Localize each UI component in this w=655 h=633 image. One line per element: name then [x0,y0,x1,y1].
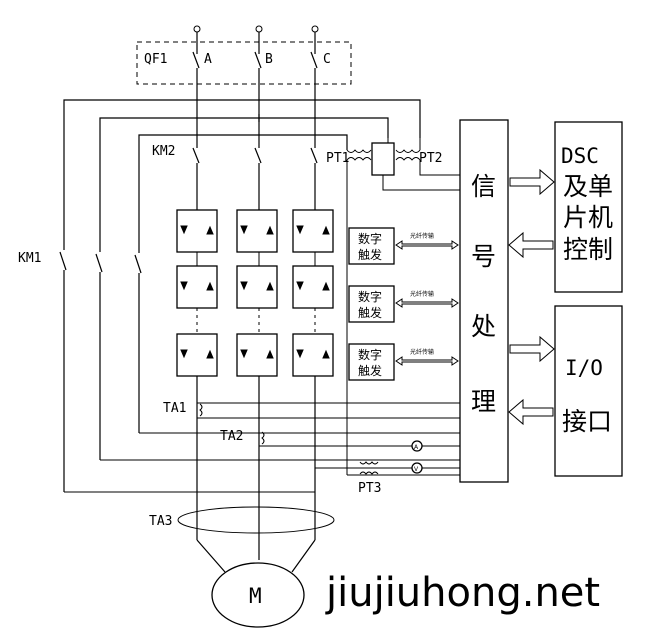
ta2-coil [261,431,265,445]
signal-char-3: 处 [471,312,496,341]
thyristor-stacks [176,209,334,377]
phase-b-label: B [265,52,273,67]
io-line2: 接口 [562,407,612,436]
voltmeter-icon [411,462,423,474]
motor-label: M [249,584,262,608]
motor-feeders [196,376,316,573]
pt3-label: PT3 [358,481,381,496]
feedback-lines [64,178,460,493]
bypass-buses [63,99,421,253]
pt1-label: PT1 [326,151,349,166]
dsc-line4: 控制 [563,235,613,264]
phase-lines [192,32,318,210]
signal-char-1: 信 [471,172,496,201]
dsc-block [554,121,623,293]
svg-text:数字: 数字 [358,347,382,362]
svg-text:触发: 触发 [358,363,382,378]
svg-text:光纤传输: 光纤传输 [410,348,434,356]
svg-text:光纤传输: 光纤传输 [410,290,434,298]
svg-text:数字: 数字 [358,231,382,246]
terminal-b [255,25,263,33]
svg-text:光纤传输: 光纤传输 [410,232,434,240]
signal-char-4: 理 [471,387,496,416]
phase-a-label: A [204,52,212,67]
watermark: jiujiuhong.net [325,570,600,616]
signal-char-2: 号 [471,242,496,271]
phase-c-label: C [323,52,331,67]
block-arrows [508,168,555,426]
io-line1: I/O [565,356,603,380]
breaker-label: QF1 [144,52,167,67]
terminal-a [193,25,201,33]
ammeter-label: A [414,444,419,451]
ta3-label: TA3 [149,514,172,529]
km1-label: KM1 [18,251,41,266]
pt-transformers [346,138,460,191]
ta1-label: TA1 [163,401,186,416]
ammeter-icon [411,440,423,452]
svg-text:触发: 触发 [358,247,382,262]
km2-label: KM2 [152,144,175,159]
ta2-label: TA2 [220,429,243,444]
breaker-box [136,41,352,85]
dsc-line1: DSC [561,144,599,168]
svg-text:数字: 数字 [358,289,382,304]
trigger-box-3: 数字 触发 光纤传输 [348,343,459,381]
km1-contacts [59,251,142,492]
pt3-coil [359,461,379,475]
dsc-line2: 及单 [563,172,613,201]
dsc-line3: 片机 [563,203,613,232]
signal-processing-block [459,119,509,483]
terminal-c [311,25,319,33]
trigger-box-1: 数字 触发 光纤传输 [348,227,459,265]
svg-text:触发: 触发 [358,305,382,320]
voltmeter-label: V [414,466,419,473]
ta3-ring [177,506,335,534]
pt2-label: PT2 [419,151,442,166]
io-block [554,305,623,477]
trigger-box-2: 数字 触发 光纤传输 [348,285,459,323]
ta1-coil [199,403,203,417]
motor-icon [211,562,305,628]
